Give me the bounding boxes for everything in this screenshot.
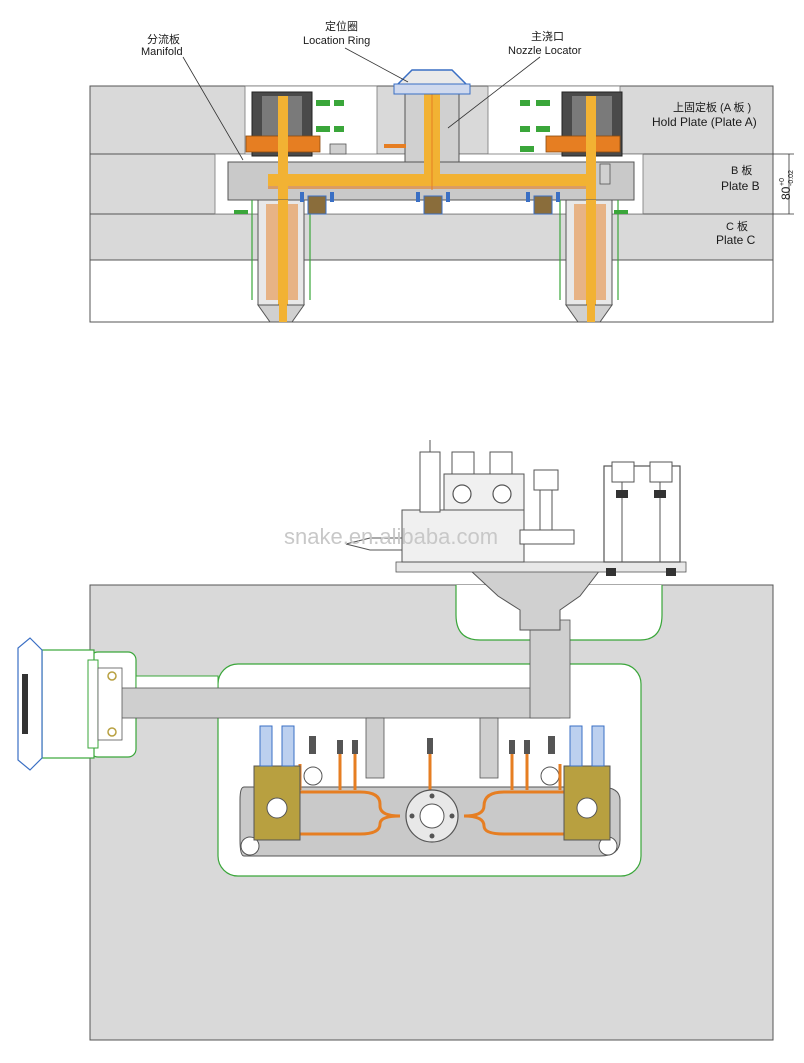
nozzle-locator-label-en: Nozzle Locator bbox=[508, 45, 582, 57]
plate-b-label-en: Plate B bbox=[721, 179, 760, 193]
cross-section-view: 分流板 Manifold 定位圈 Location Ring 主浇口 Nozzl… bbox=[89, 19, 795, 323]
melt-channel bbox=[268, 174, 594, 186]
dimension-base: 80 bbox=[779, 186, 793, 200]
location-ring-label-en: Location Ring bbox=[303, 35, 370, 47]
plate-c bbox=[89, 213, 774, 261]
plate-a-label-en: Hold Plate (Plate A) bbox=[652, 115, 757, 129]
manifold-label-en: Manifold bbox=[141, 46, 183, 58]
manifold-label-cn: 分流板 bbox=[147, 32, 180, 46]
location-ring-label-cn: 定位圈 bbox=[325, 19, 358, 33]
nozzle-locator-label-cn: 主浇口 bbox=[531, 30, 564, 43]
plate-a-label-cn: 上固定板 (A 板 ) bbox=[673, 100, 751, 114]
valve-control-assembly bbox=[345, 440, 687, 631]
watermark: snake.en.alibaba.com bbox=[284, 524, 498, 549]
plate-b-label-cn: B 板 bbox=[731, 163, 752, 177]
cavity-area bbox=[89, 259, 774, 323]
top-view: snake.en.alibaba.com bbox=[17, 440, 774, 1041]
connector-box bbox=[17, 637, 123, 771]
dimension-tol-upper: +0 bbox=[779, 178, 786, 186]
plate-c-label-cn: C 板 bbox=[726, 219, 748, 233]
left-nozzle bbox=[245, 91, 347, 323]
dimension-tol-lower: -0.02 bbox=[788, 170, 795, 186]
plate-c-label-en: Plate C bbox=[716, 233, 756, 247]
right-nozzle bbox=[520, 91, 623, 323]
left-nozzle-block bbox=[253, 765, 301, 841]
